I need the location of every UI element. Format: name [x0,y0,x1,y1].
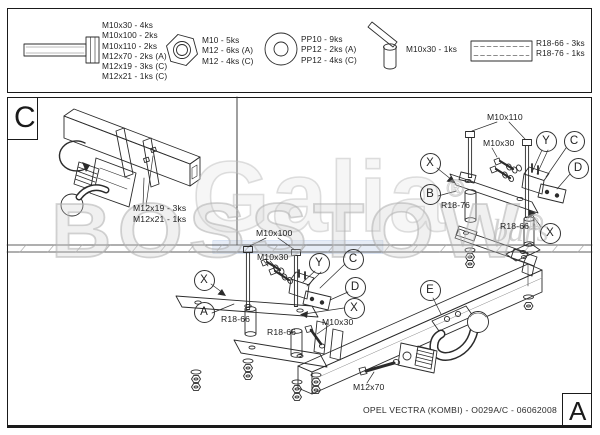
callout-circle: X [539,222,561,244]
callout-circle: B [419,183,441,205]
callout-circle: X [419,152,441,174]
part-label: M10x30 [483,138,515,148]
washer-sizes-list: PP10 - 9ks PP12 - 2ks (A) PP12 - 4ks (C) [301,34,357,65]
list-item: M12 - 6ks (A) [202,45,254,56]
vehicle-panel-line [6,96,593,254]
list-item: M12x21 - 1ks (C) [102,71,168,82]
part-label: R18-76 [441,200,471,210]
right-attachment-drawing [449,131,567,311]
callout-circle: X [343,297,365,319]
parts-strip-frame [7,8,592,93]
list-item: M12 - 4ks (C) [202,55,254,66]
callout-circle: A [193,301,215,323]
nut-icon [166,34,198,66]
main-drawing-frame [7,97,592,428]
pin-bolt-label: M10x30 - 1ks [406,44,458,54]
list-item: M10x110 - 2ks [102,40,158,51]
callout-circle: Y [535,130,557,152]
part-label: M10x100 [256,228,293,238]
bolt-icon [23,36,100,64]
detail-view-box [7,97,38,140]
bolt-sizes-list: M10x30 - 4ks M10x100 - 2ks M10x110 - 2ks… [102,20,167,82]
part-label: M10x110 [487,112,523,122]
detail-view-letter: C [14,101,36,134]
washer-icon [264,32,298,66]
revision-box [562,393,592,428]
crossmember-drawing [297,242,543,395]
callout-circle: D [344,276,366,298]
callout-circle: E [419,279,441,301]
list-item: M12x19 - 3ks (C) [102,61,168,72]
detail-crossbar-drawing [58,108,201,217]
leader-lines [210,121,571,384]
list-item: PP10 - 9ks [301,34,343,44]
callout-circle: D [567,157,589,179]
detail-label: M12x19 - 3ks [133,203,187,213]
list-item: M10x30 - 4ks [102,20,154,30]
nut-sizes-list: M10 - 5ks M12 - 6ks (A) M12 - 4ks (C) [202,35,254,66]
list-item: M10x100 - 2ks [102,30,158,41]
detail-label: M12x21 - 1ks [133,214,187,224]
sheet-caption: OPEL VECTRA (KOMBI) - O029A/C - 06062008 [362,405,558,415]
spacer-plate-icon [470,40,533,62]
part-label: R18-66 [267,327,297,337]
callout-circle: C [342,248,364,270]
list-item: PP12 - 4ks (C) [301,54,357,65]
list-item: R18-66 - 3ks [536,38,585,48]
list-item: PP12 - 2ks (A) [301,44,357,55]
callout-circle: X [193,269,215,291]
part-label: M10x30 [257,252,289,262]
part-label: R18-66 [221,314,251,324]
left-attachment-drawing [175,246,344,402]
revision-letter: A [569,396,587,426]
part-label: R18-66 [500,221,530,231]
list-item: M12x70 - 2ks (A) [102,50,167,61]
pin-bolt-icon [367,21,398,70]
spacer-plate-list: R18-66 - 3ks R18-76 - 1ks [536,38,585,59]
list-item: M10 - 5ks [202,35,240,45]
callout-circle: Y [308,252,330,274]
callout-circle: C [563,130,585,152]
list-item: R18-76 - 1ks [536,48,585,59]
part-label: M10x30 [322,317,354,327]
part-label: M12x70 [353,382,385,392]
